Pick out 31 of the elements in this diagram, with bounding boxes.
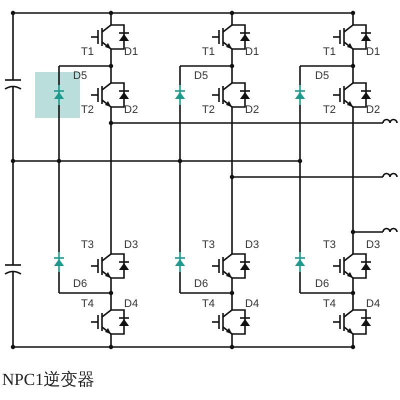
component-label: D5	[315, 70, 330, 82]
component-label: D1	[245, 46, 260, 58]
component-label: T2	[323, 104, 336, 116]
component-label: T2	[81, 104, 94, 116]
component-label: T4	[202, 298, 215, 310]
component-label: D4	[245, 298, 260, 310]
component-label: T1	[81, 46, 94, 58]
component-label: D6	[315, 278, 330, 290]
component-label: D4	[124, 298, 138, 310]
component-label: T2	[202, 104, 215, 116]
component-label: D1	[124, 46, 138, 58]
component-label: T4	[323, 298, 336, 310]
component-label: T4	[81, 298, 94, 310]
component-label: D3	[366, 239, 380, 251]
component-label: D4	[366, 298, 380, 310]
component-label: D5	[194, 70, 208, 82]
component-label: D2	[366, 104, 380, 116]
caption: NPC1逆变器	[2, 369, 95, 391]
component-label: D2	[245, 104, 260, 116]
component-label: T1	[323, 46, 336, 58]
component-label: D1	[366, 46, 380, 58]
component-label: D3	[245, 239, 260, 251]
component-label: D3	[124, 239, 138, 251]
component-label: T3	[202, 239, 215, 251]
component-label: T3	[81, 239, 94, 251]
component-label: D2	[124, 104, 138, 116]
component-label: T1	[202, 46, 215, 58]
component-label: D6	[194, 278, 208, 290]
component-label: T3	[323, 239, 336, 251]
component-label: D5	[73, 70, 88, 82]
component-label: D6	[73, 278, 88, 290]
